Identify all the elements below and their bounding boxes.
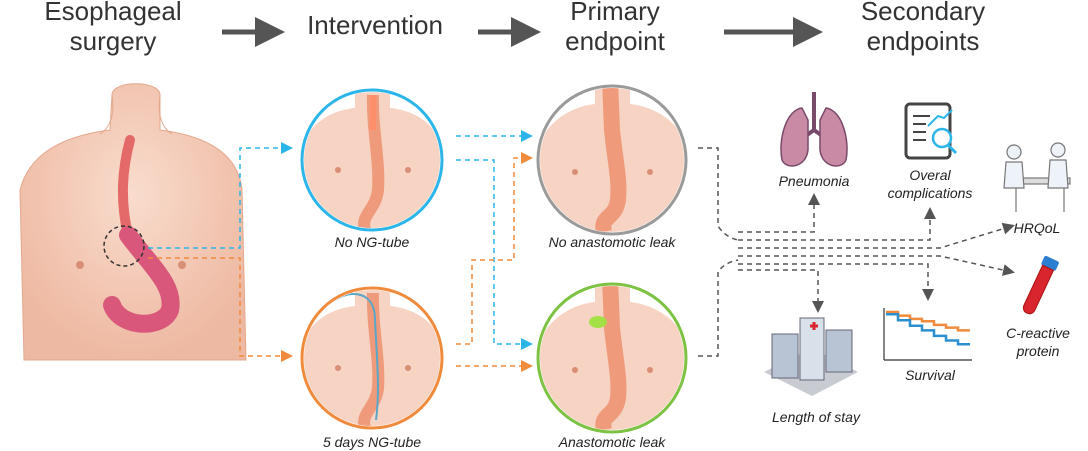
label-survival: Survival — [905, 367, 955, 383]
test-tube-icon — [1022, 255, 1059, 315]
header-line-1: Secondary — [860, 0, 986, 26]
leak-illustration — [536, 282, 688, 434]
label-hrqol: HRQoL — [1013, 220, 1061, 236]
connector-crp — [738, 255, 1015, 276]
header-line-2: endpoints — [866, 26, 980, 56]
torso-illustration — [19, 83, 247, 361]
caption-leak: Anastomotic leak — [558, 434, 666, 450]
caption-no-ng-tube: No NG-tube — [334, 234, 410, 250]
ng-tube-illustration — [300, 286, 444, 430]
people-at-table-icon — [1003, 142, 1071, 212]
survival-curve-2 — [886, 313, 970, 346]
label-complications: Overal complications — [870, 166, 990, 202]
caption-ng-tube: 5 days NG-tube — [322, 434, 422, 450]
connector-pneumonia — [738, 193, 820, 233]
connector-to-ng — [148, 257, 293, 362]
label-pneumonia: Pneumonia — [778, 173, 850, 189]
header-line-2: surgery — [69, 26, 157, 56]
connector-bundle-bottom — [698, 259, 739, 357]
connector-stay — [738, 269, 824, 313]
header-line-1: Esophageal — [44, 0, 182, 26]
label-line-1: C-reactive — [1006, 325, 1070, 341]
header-line-2: endpoint — [565, 26, 665, 56]
connector-hrqol — [738, 222, 1015, 249]
report-icon — [904, 102, 958, 160]
header-line-1: Primary — [570, 0, 660, 26]
survival-chart — [883, 308, 972, 361]
header-primary-endpoint: Primary endpoint — [530, 0, 700, 56]
header-intervention: Intervention — [290, 10, 460, 40]
connector-bundle-top — [698, 147, 739, 241]
no-leak-illustration — [536, 84, 688, 236]
no-ng-tube-illustration — [300, 88, 444, 232]
header-secondary-endpoints: Secondary endpoints — [838, 0, 1008, 56]
connector-survival — [738, 263, 934, 301]
caption-no-leak: No anastomotic leak — [548, 234, 676, 250]
label-line-2: protein — [1016, 343, 1060, 359]
header-line-1: Intervention — [307, 10, 443, 40]
hospital-icon — [764, 317, 858, 396]
connector-orange-no-leak — [456, 152, 533, 345]
connector-complications — [738, 207, 936, 241]
connectors-secondary — [698, 147, 1015, 357]
label-crp: C-reactive protein — [990, 324, 1086, 360]
header-esophageal-surgery: Esophageal surgery — [28, 0, 198, 56]
label-line-2: complications — [887, 185, 973, 201]
connector-blue-leak — [456, 159, 533, 350]
label-length-of-stay: Length of stay — [772, 409, 860, 425]
connector-to-no-ng — [148, 142, 293, 249]
lungs-icon — [780, 92, 848, 167]
survival-curve-1 — [886, 310, 970, 332]
connectors-outcomes — [456, 130, 533, 372]
connectors-intervention — [148, 142, 293, 362]
label-line-1: Overal — [909, 167, 951, 183]
